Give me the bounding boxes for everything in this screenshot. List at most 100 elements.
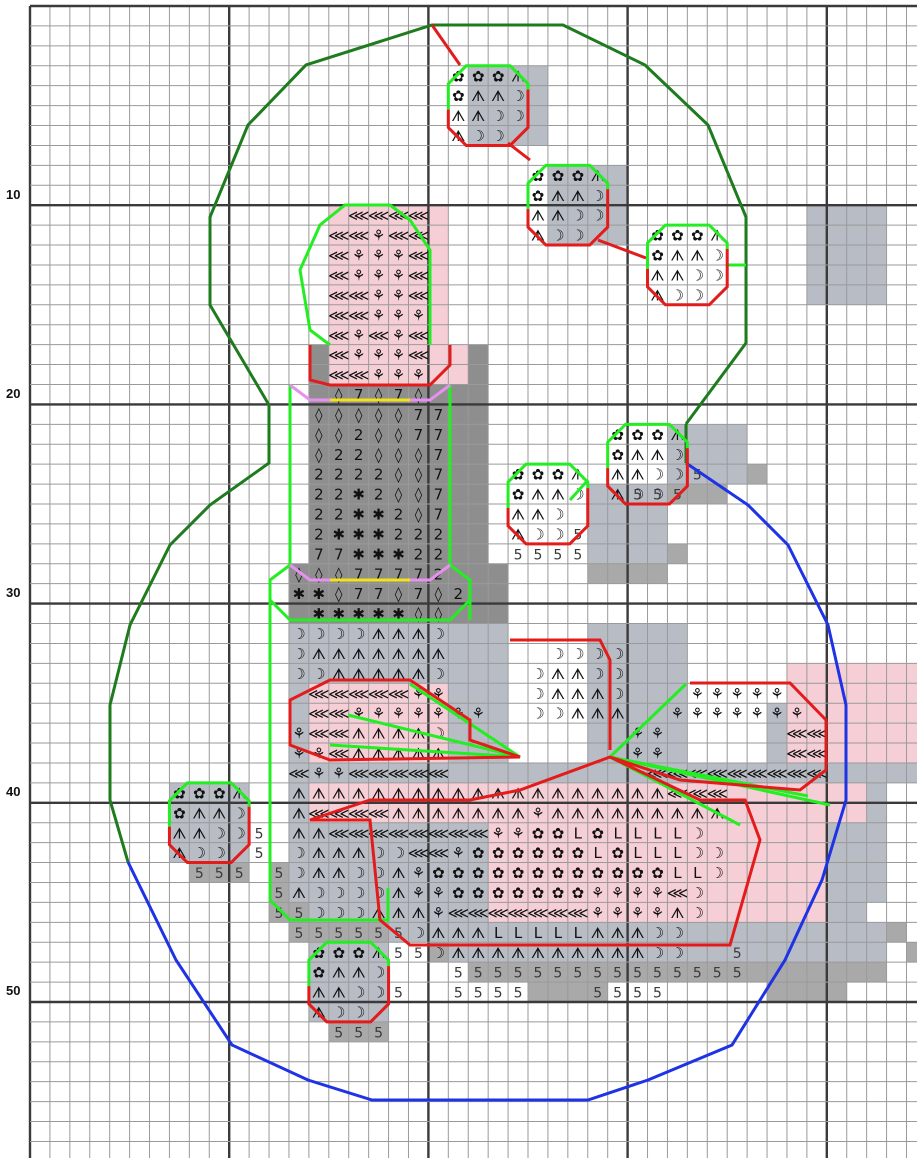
stitch-symbol: ☽ xyxy=(691,844,704,862)
stitch-symbol: ✿ xyxy=(552,864,565,882)
stitch-symbol: ☽ xyxy=(551,506,564,524)
pattern-cell xyxy=(807,962,827,982)
pattern-cell xyxy=(887,663,907,683)
stitch-symbol: ✿ xyxy=(452,884,465,902)
pattern-cell xyxy=(648,504,668,524)
stitch-symbol: ᗑ xyxy=(451,924,465,942)
stitch-symbol: ⋘ xyxy=(408,844,429,862)
stitch-symbol: ☽ xyxy=(352,984,365,1002)
stitch-symbol: ᗑ xyxy=(611,705,625,723)
pattern-cell xyxy=(827,783,847,803)
stitch-symbol: L xyxy=(673,824,682,842)
stitch-symbol: ◊ xyxy=(415,506,423,524)
stitch-symbol: 5 xyxy=(514,966,523,982)
stitch-symbol: ✿ xyxy=(651,864,664,882)
stitch-symbol: ⋘ xyxy=(328,824,349,842)
pattern-cell xyxy=(468,504,488,524)
pattern-cell xyxy=(827,942,847,962)
pattern-cell xyxy=(468,345,488,365)
stitch-symbol: ᗑ xyxy=(312,645,326,663)
stitch-symbol: 7 xyxy=(434,406,444,424)
stitch-symbol: ✿ xyxy=(193,784,206,802)
pattern-cell xyxy=(906,703,917,723)
pattern-cell xyxy=(608,524,628,544)
pattern-cell xyxy=(448,643,468,663)
stitch-symbol: ⚘ xyxy=(352,247,365,265)
stitch-symbol: ✿ xyxy=(591,824,604,842)
stitch-symbol: ᗑ xyxy=(192,824,206,842)
stitch-symbol: ᗑ xyxy=(431,645,445,663)
stitch-symbol: ✿ xyxy=(452,87,465,105)
stitch-symbol: 5 xyxy=(673,966,682,982)
stitch-symbol: ⋘ xyxy=(408,247,429,265)
stitch-symbol: ⚘ xyxy=(352,346,365,364)
pattern-cell xyxy=(827,285,847,305)
stitch-symbol: ☽ xyxy=(711,844,724,862)
pattern-cell xyxy=(687,484,707,504)
stitch-symbol: ᗑ xyxy=(352,964,366,982)
stitch-symbol: ☽ xyxy=(711,247,724,265)
pattern-cell xyxy=(448,763,468,783)
pattern-cell xyxy=(827,225,847,245)
stitch-symbol: 7 xyxy=(414,426,424,444)
stitch-symbol: 5 xyxy=(653,966,662,982)
pattern-cell xyxy=(847,285,867,305)
stitch-symbol: ᗑ xyxy=(531,207,545,225)
pattern-cell xyxy=(767,743,787,763)
stitch-symbol: 2 xyxy=(394,506,404,524)
stitch-symbol: ᗑ xyxy=(690,804,704,822)
stitch-symbol: 5 xyxy=(514,986,523,1002)
pattern-cell xyxy=(648,624,668,644)
stitch-symbol: ⚘ xyxy=(471,705,484,723)
pattern-cell xyxy=(827,982,847,1002)
pattern-cell xyxy=(747,942,767,962)
stitch-symbol: ᗑ xyxy=(591,784,605,802)
pattern-cell xyxy=(847,882,867,902)
stitch-symbol: 5 xyxy=(733,946,742,962)
stitch-symbol: ☽ xyxy=(531,525,544,543)
stitch-symbol: ☽ xyxy=(551,645,564,663)
pattern-cell xyxy=(767,823,787,843)
pattern-cell xyxy=(568,982,588,1002)
pattern-cell xyxy=(707,882,727,902)
pattern-cell xyxy=(847,225,867,245)
pattern-cell xyxy=(588,524,608,544)
stitch-symbol: ⋘ xyxy=(328,705,349,723)
stitch-symbol: ◊ xyxy=(375,406,383,424)
pattern-cell xyxy=(488,624,508,644)
stitch-symbol: ☽ xyxy=(591,207,604,225)
pattern-cell xyxy=(787,823,807,843)
stitch-symbol: L xyxy=(633,824,642,842)
stitch-symbol: ⋘ xyxy=(308,705,329,723)
stitch-symbol: ☽ xyxy=(352,625,365,643)
stitch-symbol: ✿ xyxy=(173,804,186,822)
pattern-cell xyxy=(747,464,767,484)
stitch-symbol: ☽ xyxy=(671,446,684,464)
pattern-cell xyxy=(867,863,887,883)
pattern-cell xyxy=(488,584,508,604)
pattern-cell xyxy=(667,643,687,663)
stitch-symbol: ✿ xyxy=(572,844,585,862)
stitch-symbol: ⋘ xyxy=(368,764,389,782)
pattern-cell xyxy=(488,564,508,584)
pattern-cell xyxy=(468,524,488,544)
stitch-symbol: 5 xyxy=(255,826,264,842)
stitch-symbol: ᗑ xyxy=(630,446,644,464)
pattern-cell xyxy=(528,982,548,1002)
row-label-10: 10 xyxy=(6,187,20,202)
stitch-symbol: 7 xyxy=(414,406,424,424)
pattern-cell xyxy=(887,763,907,783)
stitch-symbol: ◊ xyxy=(335,406,343,424)
stitch-symbol: ⋘ xyxy=(428,844,449,862)
stitch-symbol: ⚘ xyxy=(432,884,445,902)
stitch-symbol: ᗑ xyxy=(332,784,346,802)
stitch-symbol: L xyxy=(534,924,543,942)
pattern-cell xyxy=(747,962,767,982)
stitch-symbol: ⋘ xyxy=(368,326,389,344)
stitch-symbol: ᗑ xyxy=(292,804,306,822)
stitch-symbol: ⚘ xyxy=(711,685,724,703)
pattern-cell xyxy=(847,245,867,265)
stitch-symbol: ᗑ xyxy=(332,864,346,882)
pattern-cell xyxy=(309,345,329,365)
